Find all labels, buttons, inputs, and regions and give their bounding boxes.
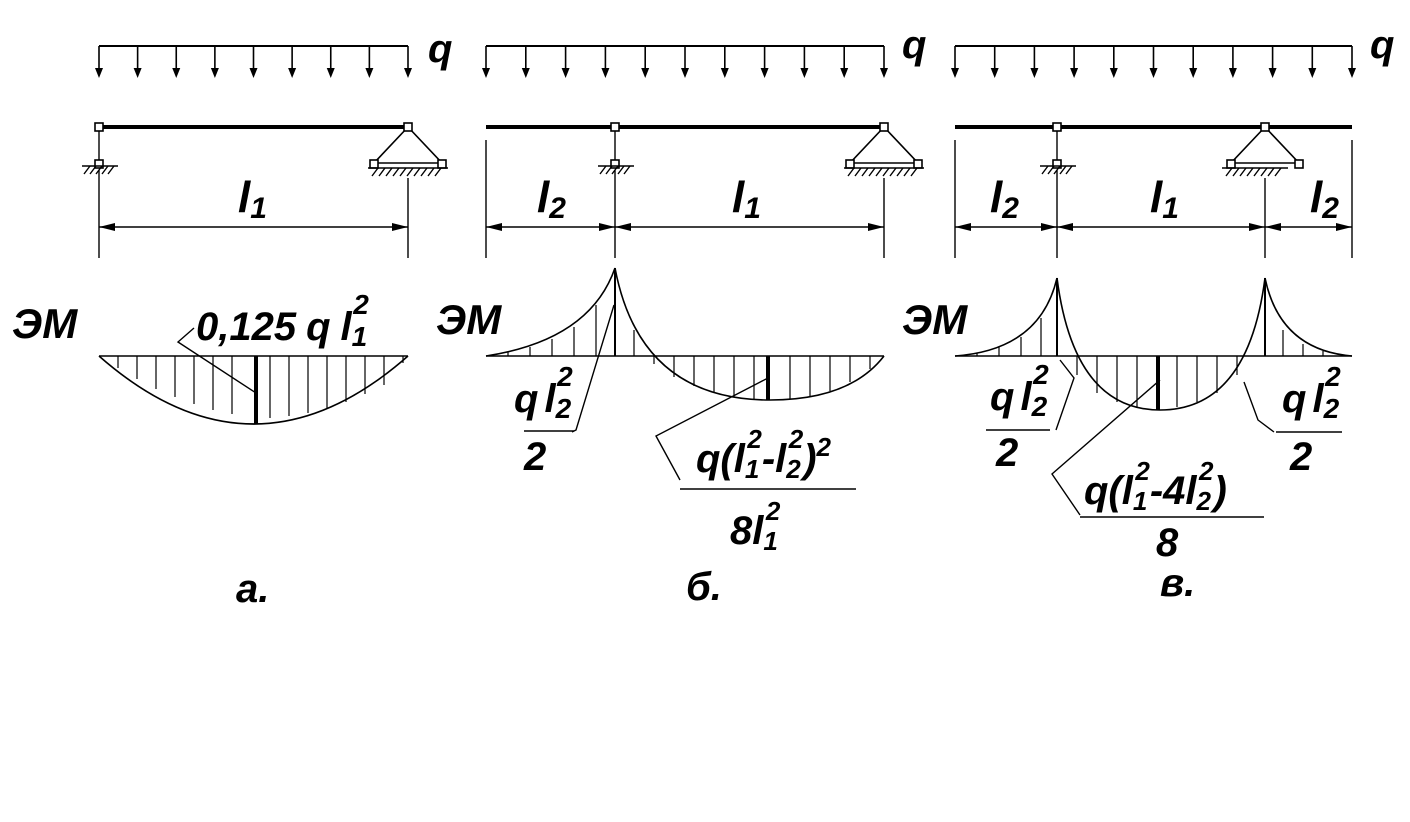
moment-diagram-a [98, 327, 409, 425]
load-arrow-head [990, 68, 999, 78]
distributed-load-a [95, 45, 412, 78]
caption-b: б. [686, 565, 722, 609]
load-arrow-head [172, 68, 181, 78]
span-moment-num-b: q(l12-l22)2 [696, 424, 832, 484]
load-arrow-head [1228, 68, 1237, 78]
pin-support-left-c [1040, 122, 1076, 175]
support-moment-den-left-c: 2 [995, 431, 1018, 475]
load-arrow-head [404, 68, 412, 78]
distributed-load-b [482, 45, 888, 78]
load-arrow-head [601, 68, 610, 78]
load-arrow-head [1030, 68, 1039, 78]
span-moment-den-c: 8 [1156, 521, 1179, 565]
panel-c: q l2 [902, 23, 1394, 605]
load-arrow-head [133, 68, 142, 78]
load-arrow-head [1268, 68, 1277, 78]
load-arrow-head [720, 68, 729, 78]
load-arrow-head [800, 68, 809, 78]
load-arrow-head [1189, 68, 1198, 78]
load-arrow-head [880, 68, 888, 78]
span-dimensions-c [954, 140, 1353, 258]
load-label-a: q [428, 27, 452, 71]
load-arrow-head [1070, 68, 1079, 78]
panel-b: q l2 l1 ЭМ [436, 23, 926, 609]
load-arrow-head [1109, 68, 1118, 78]
span-dimension-a [98, 170, 409, 258]
span-moment-den-b: 8l12 [730, 496, 781, 556]
load-arrow-head [482, 68, 490, 78]
moment-diagram-b [485, 267, 885, 490]
moment-diagram-label-b: ЭМ [436, 296, 502, 343]
load-arrow-head [288, 68, 297, 78]
span-label-l2-b: l2 [537, 173, 566, 225]
roller-support-right-b [844, 122, 924, 177]
load-arrow-head [95, 68, 103, 78]
load-arrow-head [561, 68, 570, 78]
span-dimensions-b [485, 140, 885, 258]
load-arrow-head [521, 68, 530, 78]
caption-c: в. [1160, 561, 1195, 605]
roller-support-right-c [1222, 122, 1304, 177]
pin-support-left-a [82, 122, 118, 175]
load-arrow-head [365, 68, 374, 78]
load-arrow-head [210, 68, 219, 78]
pin-support-left-b [598, 122, 634, 175]
support-moment-den-b: 2 [523, 435, 546, 479]
load-arrow-head [681, 68, 689, 78]
panel-a: q l1 ЭМ [12, 27, 452, 611]
roller-support-right-a [368, 122, 448, 177]
span-label-l1-c: l1 [1150, 173, 1179, 225]
load-arrow-head [1348, 68, 1356, 78]
support-moment-den-right-c: 2 [1289, 435, 1312, 479]
span-label-l1-b: l1 [732, 173, 761, 225]
load-arrow-head [249, 68, 258, 78]
load-arrow-head [641, 68, 650, 78]
span-label-l2-right-c: l2 [1310, 173, 1339, 225]
moment-diagram-c [954, 277, 1353, 518]
load-label-c: q [1370, 23, 1394, 67]
caption-a: а. [236, 567, 269, 611]
load-arrow-head [760, 68, 769, 78]
span-label-l2-left-c: l2 [990, 173, 1019, 225]
moment-diagram-label-a: ЭМ [12, 300, 78, 347]
load-arrow-head [1308, 68, 1317, 78]
span-label-l1-a: l1 [238, 173, 267, 225]
load-arrow-head [1149, 68, 1158, 78]
moment-diagram-label-c: ЭМ [902, 296, 968, 343]
load-arrow-head [951, 68, 959, 78]
span-moment-num-c: q(l12-4l22) [1084, 456, 1227, 516]
load-arrow-head [840, 68, 849, 78]
load-arrow-head [326, 68, 335, 78]
load-label-b: q [902, 23, 926, 67]
distributed-load-c [951, 45, 1356, 78]
